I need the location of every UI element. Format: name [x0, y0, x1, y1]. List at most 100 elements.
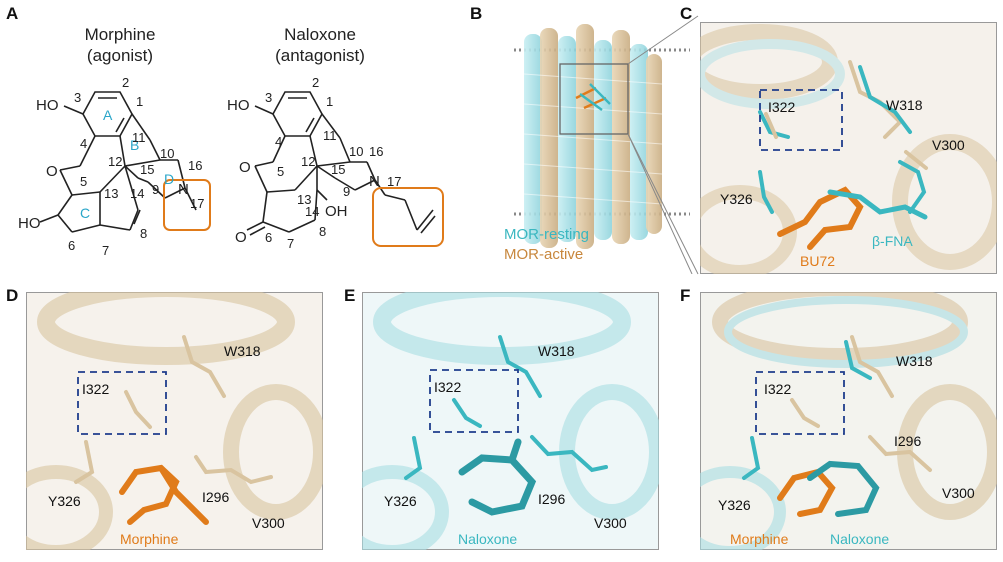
morphine-num-15: 15 [140, 162, 154, 177]
naloxone-num-9: 9 [343, 184, 350, 199]
panel-label-a: A [6, 4, 19, 23]
residue-y326-f: Y326 [718, 497, 751, 513]
residue-y326: Y326 [720, 191, 753, 207]
naloxone-ho-label: HO [227, 97, 250, 114]
ligand-morphine-label-f: Morphine [730, 531, 789, 547]
naloxone-num-5: 5 [277, 164, 284, 179]
morphine-num-7: 7 [102, 243, 109, 258]
naloxone-num-13: 13 [297, 192, 311, 207]
naloxone-num-10: 10 [349, 144, 363, 159]
naloxone-num-2: 2 [312, 75, 319, 90]
morphine-num-12: 12 [108, 154, 122, 169]
naloxone-oh-label: OH [325, 203, 348, 220]
morphine-name: Morphine [84, 25, 156, 44]
ligand-naloxone-label-f: Naloxone [830, 531, 889, 547]
residue-y326-d: Y326 [48, 493, 81, 509]
ligand-sticks [575, 83, 611, 111]
morphine-ho-label: HO [36, 97, 59, 114]
panel-f-pocket: W318 I322 I296 V300 Y326 Morphine Naloxo… [700, 292, 997, 550]
i322-highlight-box-d [77, 371, 167, 435]
naloxone-num-16: 16 [369, 144, 383, 159]
panel-e-pocket: W318 I322 I296 V300 Y326 Naloxone [362, 292, 659, 550]
morphine-structure: HO O HO N A B C D 2 1 3 4 5 6 7 8 9 10 1… [18, 75, 211, 258]
legend-mor-resting: MOR-resting [504, 226, 590, 243]
naloxone-num-17: 17 [387, 174, 401, 189]
ring-label-d: D [164, 171, 174, 187]
morphine-num-10: 10 [160, 146, 174, 161]
morphine-num-6: 6 [68, 238, 75, 253]
residue-v300-f: V300 [942, 485, 975, 501]
morphine-num-8: 8 [140, 226, 147, 241]
legend-mor-active: MOR-active [504, 246, 584, 263]
naloxone-name: Naloxone [284, 25, 356, 44]
panel-label-d: D [6, 286, 19, 305]
naloxone-num-15: 15 [331, 162, 345, 177]
naloxone-num-7: 7 [287, 236, 294, 251]
morphine-title: Morphine (agonist) [60, 24, 180, 66]
panel-label-b: B [470, 4, 483, 23]
ligand-morphine-label-d: Morphine [120, 531, 179, 547]
residue-i296-e: I296 [538, 491, 565, 507]
naloxone-title: Naloxone (antagonist) [250, 24, 390, 66]
morphine-num-16: 16 [188, 158, 202, 173]
morphine-ho2-label: HO [18, 215, 41, 232]
naloxone-n-label: N [369, 173, 380, 190]
residue-i322: I322 [768, 99, 795, 115]
morphine-num-2: 2 [122, 75, 129, 90]
residue-i322-d: I322 [82, 381, 109, 397]
morphine-num-14: 14 [130, 186, 144, 201]
morphine-num-5: 5 [80, 174, 87, 189]
naloxone-num-12: 12 [301, 154, 315, 169]
residue-v300: V300 [932, 137, 965, 153]
ring-label-c: C [80, 205, 90, 221]
i322-highlight-box-f [755, 371, 845, 435]
residue-y326-e: Y326 [384, 493, 417, 509]
i322-highlight-box [759, 89, 843, 151]
ligand-bu72-label: BU72 [800, 253, 835, 269]
naloxone-role: (antagonist) [275, 46, 365, 65]
naloxone-ketone-o-label: O [235, 229, 247, 246]
morphine-num-9: 9 [152, 182, 159, 197]
morphine-n-methyl-box [163, 179, 211, 231]
morphine-num-3: 3 [74, 90, 81, 105]
naloxone-allyl-box [372, 187, 444, 247]
ligand-bfna-label: β-FNA [872, 233, 913, 249]
i322-highlight-box-e [429, 369, 519, 433]
residue-v300-e: V300 [594, 515, 627, 531]
naloxone-num-11: 11 [323, 128, 337, 143]
panel-d-pocket: W318 I322 I296 V300 Y326 Morphine [26, 292, 323, 550]
naloxone-structure: HO O O N OH 2 1 3 4 5 6 7 8 9 10 11 12 1… [227, 75, 444, 251]
morphine-num-17: 17 [190, 196, 204, 211]
ligand-naloxone-label-e: Naloxone [458, 531, 517, 547]
panel-c-pocket: W318 I322 V300 Y326 BU72 β-FNA [700, 22, 997, 274]
residue-w318: W318 [886, 97, 923, 113]
morphine-role: (agonist) [86, 46, 154, 65]
morphine-num-1: 1 [136, 94, 143, 109]
naloxone-o-label: O [239, 159, 251, 176]
morphine-num-11: 11 [132, 130, 146, 145]
naloxone-num-14: 14 [305, 204, 319, 219]
panel-label-c: C [680, 4, 693, 23]
naloxone-num-8: 8 [319, 224, 326, 239]
naloxone-num-1: 1 [326, 94, 333, 109]
residue-i296-f: I296 [894, 433, 921, 449]
naloxone-num-6: 6 [265, 230, 272, 245]
morphine-n-label: N [178, 181, 189, 198]
residue-v300-d: V300 [252, 515, 285, 531]
ring-label-a: A [103, 107, 113, 123]
ring-label-b: B [130, 137, 139, 153]
residue-w318-d: W318 [224, 343, 261, 359]
residue-i296-d: I296 [202, 489, 229, 505]
naloxone-num-3: 3 [265, 90, 272, 105]
residue-w318-f: W318 [896, 353, 933, 369]
helix-bundle [523, 24, 663, 249]
naloxone-num-4: 4 [275, 134, 282, 149]
panel-label-f: F [680, 286, 691, 305]
morphine-num-4: 4 [80, 136, 87, 151]
residue-i322-f: I322 [764, 381, 791, 397]
residue-w318-e: W318 [538, 343, 575, 359]
receptor-overview [514, 24, 693, 274]
morphine-num-13: 13 [104, 186, 118, 201]
panel-label-e: E [344, 286, 356, 305]
binding-pocket-box [559, 63, 629, 135]
